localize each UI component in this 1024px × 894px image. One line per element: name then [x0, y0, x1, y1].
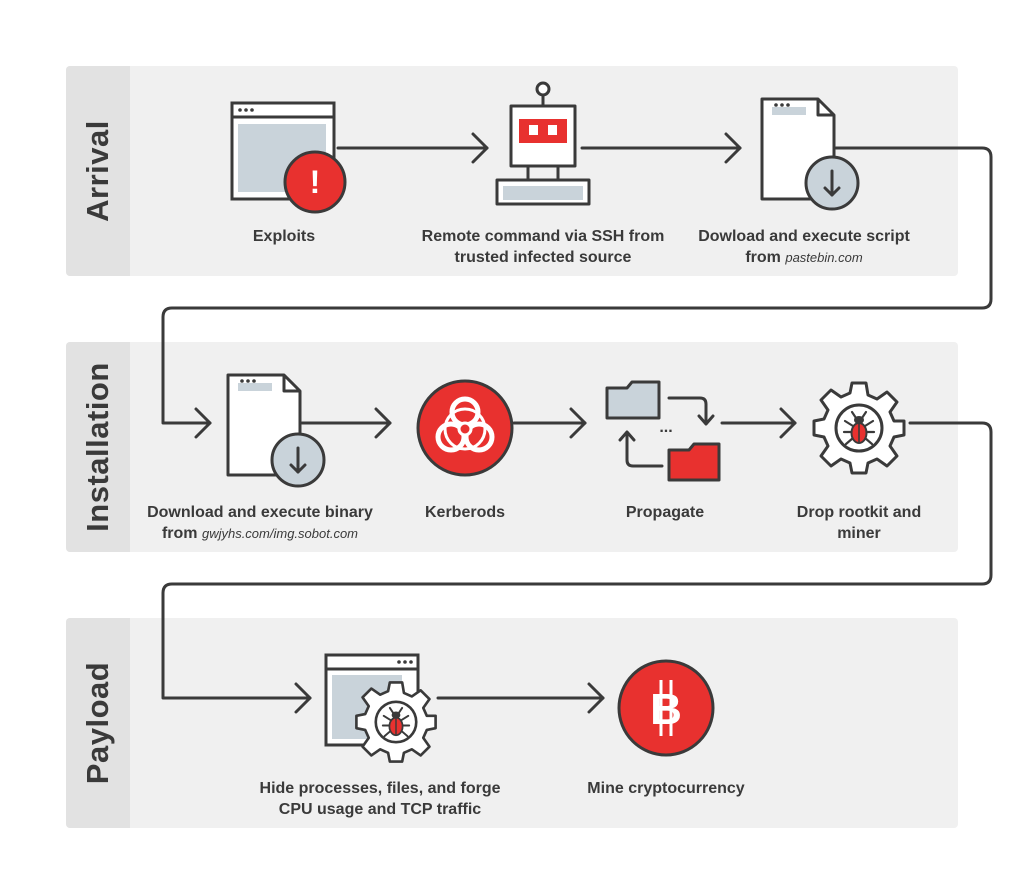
caption-line: Mine cryptocurrency	[587, 780, 745, 797]
caption-line: Drop rootkit and	[796, 504, 922, 521]
connector-line	[161, 421, 993, 700]
ellipsis-glyph: ...	[659, 419, 672, 436]
caption-line: from	[745, 249, 786, 266]
alert-badge-icon: !	[283, 150, 347, 214]
arrow-head	[194, 407, 212, 439]
caption-line: CPU usage and TCP traffic	[278, 801, 482, 818]
arrow-head	[294, 682, 312, 714]
rootkit-gear-icon	[812, 381, 906, 475]
caption-kerberods: Kerberods	[425, 502, 505, 523]
connector-line	[161, 146, 993, 425]
arrow-head	[724, 132, 742, 164]
stage-sidebar	[66, 66, 130, 276]
svg-text:!: !	[310, 164, 321, 200]
caption-download-script: Dowload and execute script from pastebin…	[698, 226, 910, 268]
stage-sidebar	[66, 342, 130, 552]
connectors	[161, 132, 993, 714]
url-text: gwjyhs.com/img.sobot.com	[201, 526, 359, 541]
caption-line: miner	[837, 525, 881, 542]
download-script-icon	[760, 97, 860, 211]
caption-line: Exploits	[252, 228, 316, 245]
biohazard-icon	[416, 379, 514, 477]
caption-line: from	[161, 525, 202, 542]
arrow-head	[569, 407, 587, 439]
stage-sidebar	[66, 618, 130, 828]
exploits-icon: !	[230, 101, 347, 214]
caption-hide-processes: Hide processes, files, and forge CPU usa…	[260, 778, 501, 820]
hide-processes-icon	[324, 653, 437, 763]
caption-download-binary: Download and execute binary from gwjyhs.…	[147, 502, 373, 544]
arrow-head	[374, 407, 392, 439]
caption-line: Propagate	[625, 504, 705, 521]
arrow-head	[587, 682, 605, 714]
caption-line: Remote command via SSH from	[421, 228, 665, 245]
svg-text:B: B	[650, 685, 682, 734]
gear-bug-icon	[355, 681, 437, 763]
url-text: pastebin.com	[785, 250, 863, 265]
caption-drop-rootkit: Drop rootkit and miner	[797, 502, 921, 544]
caption-line: Kerberods	[424, 504, 506, 521]
stage-panel-installation	[66, 342, 958, 552]
caption-line: Dowload and execute script	[698, 228, 910, 245]
caption-remote-command: Remote command via SSH from trusted infe…	[422, 226, 665, 268]
robot-terminal-icon	[495, 81, 591, 206]
caption-propagate: Propagate	[626, 502, 704, 523]
bitcoin-icon: B	[617, 659, 715, 757]
caption-line: trusted infected source	[454, 249, 632, 266]
download-binary-icon	[226, 373, 326, 488]
propagate-folders-icon	[605, 380, 721, 482]
stage-panel-payload	[66, 618, 958, 828]
caption-line: Download and execute binary	[147, 504, 373, 521]
arrow-head	[471, 132, 489, 164]
arrow-head	[779, 407, 797, 439]
caption-mine-crypto: Mine cryptocurrency	[587, 778, 744, 799]
caption-exploits: Exploits	[253, 226, 315, 247]
caption-line: Hide processes, files, and forge	[259, 780, 501, 797]
